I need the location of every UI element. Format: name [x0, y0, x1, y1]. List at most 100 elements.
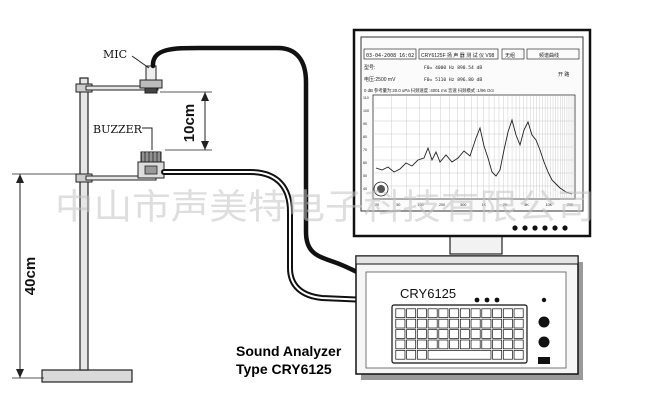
keyboard-key[interactable]	[449, 339, 460, 350]
x-tick-label: 2K	[503, 203, 508, 207]
keyboard-key[interactable]	[502, 329, 513, 339]
screen-title: CRY6125F 扬 声 器 测 试 仪 V98	[421, 52, 494, 59]
control-knob[interactable]	[538, 336, 550, 348]
keyboard-key[interactable]	[492, 350, 503, 360]
keyboard-key[interactable]	[459, 308, 470, 318]
keyboard-key[interactable]	[406, 318, 417, 329]
keyboard-key[interactable]	[502, 318, 513, 329]
y-tick-label: 80	[363, 135, 367, 139]
keyboard-key[interactable]	[395, 329, 406, 339]
x-tick-label: 20K	[567, 203, 574, 207]
screen-line-a-label: 型号:	[364, 64, 375, 71]
screen-content: 03-04-2008 16:02 CRY6125F 扬 声 器 测 试 仪 V9…	[363, 48, 580, 207]
keyboard-key[interactable]	[416, 318, 427, 329]
caption-line2: Type CRY6125	[236, 361, 332, 377]
keyboard-key[interactable]	[449, 308, 460, 318]
keyboard-key[interactable]	[492, 329, 503, 339]
keyboard-key[interactable]	[492, 339, 503, 350]
keyboard-keys	[395, 308, 524, 360]
screen-plot-curve	[375, 118, 573, 195]
monitor-button[interactable]	[512, 225, 518, 231]
x-tick-label: 1K	[482, 203, 487, 207]
keyboard-key[interactable]	[416, 308, 427, 318]
y-tick-label: 60	[363, 161, 367, 165]
keyboard-key[interactable]	[395, 318, 406, 329]
monitor-button[interactable]	[532, 225, 538, 231]
keyboard-key[interactable]	[513, 329, 524, 339]
keyboard-key[interactable]	[492, 318, 503, 329]
control-knob[interactable]	[538, 316, 550, 328]
keyboard-key[interactable]	[481, 308, 492, 318]
keyboard-key[interactable]	[406, 350, 417, 360]
y-tick-label: 90	[363, 122, 367, 126]
dimension-10cm	[160, 91, 212, 151]
test-stand	[41, 77, 159, 383]
screen-status: 无组	[505, 52, 515, 59]
indicator-led	[494, 297, 500, 303]
keyboard-key[interactable]	[502, 308, 513, 318]
keyboard-key[interactable]	[427, 329, 438, 339]
dimension-40cm	[12, 173, 80, 379]
keyboard-key[interactable]	[438, 329, 449, 339]
keyboard-key[interactable]	[502, 339, 513, 350]
keyboard-key[interactable]	[427, 339, 438, 350]
stand-base	[41, 369, 133, 383]
keyboard-key[interactable]	[513, 339, 524, 350]
keyboard-key[interactable]	[449, 329, 460, 339]
screen-line-b-freq: F0= 5110 Hz 896.80 dB	[424, 77, 482, 83]
keyboard-key[interactable]	[416, 350, 427, 360]
screen-date-box	[363, 48, 417, 60]
x-tick-label: 10K	[546, 203, 553, 207]
monitor-power-button[interactable]	[562, 225, 568, 231]
screen-line-a-freq: F0= 4000 Hz 890.54 dB	[424, 65, 482, 71]
keyboard-key[interactable]	[502, 350, 513, 360]
keyboard-key[interactable]	[481, 329, 492, 339]
keyboard-key[interactable]	[427, 318, 438, 329]
keyboard-key[interactable]	[438, 308, 449, 318]
x-tick-label: 500	[460, 203, 466, 207]
keyboard-key[interactable]	[406, 339, 417, 350]
keyboard-key[interactable]	[438, 339, 449, 350]
keyboard-key[interactable]	[416, 329, 427, 339]
watermark: 中山市声美特电子科技有限公司	[55, 188, 595, 227]
keyboard-key[interactable]	[395, 308, 406, 318]
keyboard-key[interactable]	[395, 339, 406, 350]
power-switch[interactable]	[538, 357, 550, 364]
x-tick-label: 200	[439, 203, 445, 207]
keyboard-key[interactable]	[481, 318, 492, 329]
screen-status-box	[501, 48, 525, 60]
keyboard-key[interactable]	[459, 329, 470, 339]
keyboard-key[interactable]	[406, 329, 417, 339]
y-tick-label: 100	[363, 109, 369, 113]
caption-line1: Sound Analyzer	[236, 343, 342, 359]
monitor-button[interactable]	[552, 225, 558, 231]
keyboard-key[interactable]	[470, 318, 481, 329]
monitor-button[interactable]	[522, 225, 528, 231]
keyboard-key[interactable]	[438, 318, 449, 329]
keyboard-spacebar[interactable]	[427, 350, 492, 360]
monitor-button[interactable]	[542, 225, 548, 231]
screen-pass-label: 开 路	[558, 71, 569, 78]
keyboard-key[interactable]	[513, 350, 524, 360]
keyboard-key[interactable]	[470, 339, 481, 350]
x-tick-label: 5K	[524, 203, 529, 207]
x-tick-label: 20	[375, 203, 379, 207]
keyboard-key[interactable]	[459, 339, 470, 350]
keyboard-key[interactable]	[492, 308, 503, 318]
keyboard-key[interactable]	[481, 339, 492, 350]
keyboard-key[interactable]	[406, 308, 417, 318]
analyzer-model-label: CRY6125	[400, 286, 456, 301]
keyboard-key[interactable]	[427, 308, 438, 318]
keyboard-key[interactable]	[449, 318, 460, 329]
keyboard-key[interactable]	[470, 329, 481, 339]
keyboard-key[interactable]	[470, 308, 481, 318]
keyboard-key[interactable]	[459, 318, 470, 329]
keyboard-key[interactable]	[416, 339, 427, 350]
y-tick-label: 40	[363, 187, 367, 191]
keyboard-key[interactable]	[513, 308, 524, 318]
y-tick-label: 70	[363, 148, 367, 152]
keyboard-key[interactable]	[395, 350, 406, 360]
keyboard-key[interactable]	[513, 318, 524, 329]
